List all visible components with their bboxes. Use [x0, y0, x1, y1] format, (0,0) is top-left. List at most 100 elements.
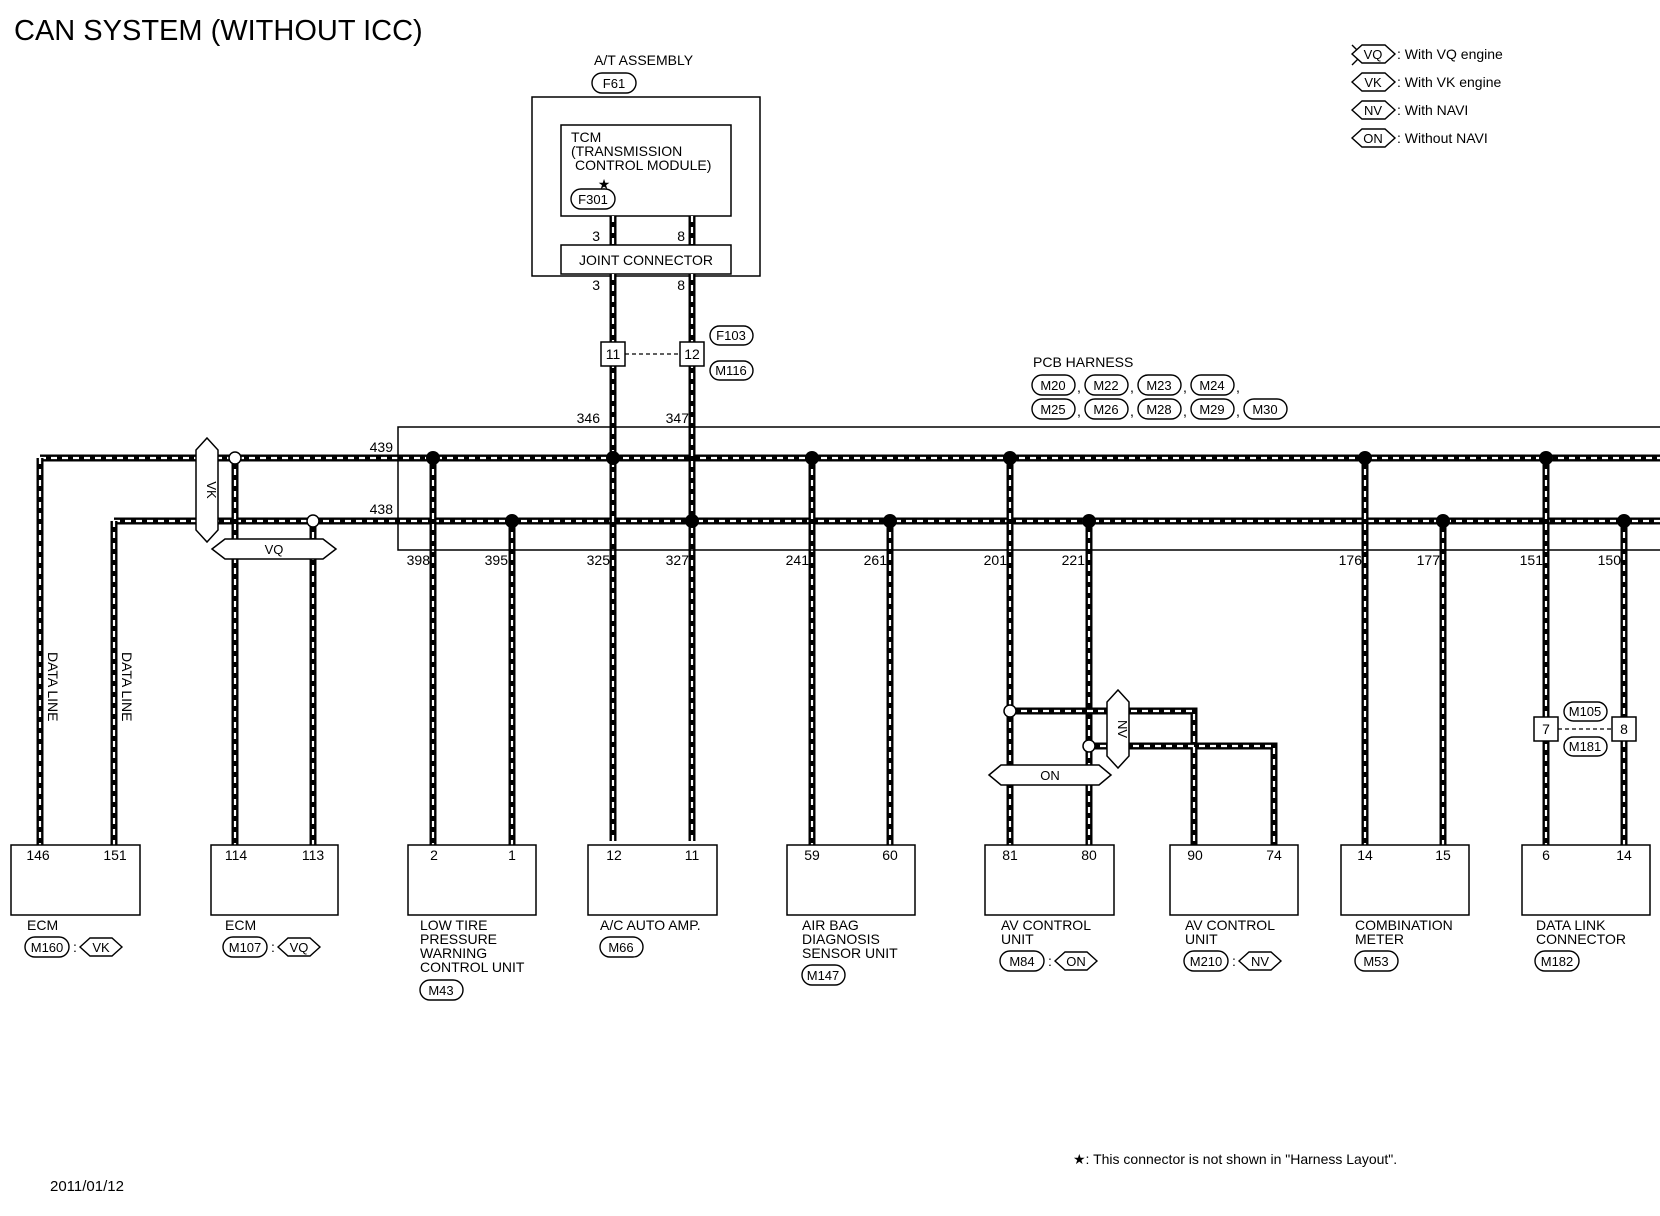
pin-label: 177: [1417, 552, 1441, 568]
pin-label: 80: [1081, 847, 1097, 863]
data-line-label: DATA LINE: [45, 652, 61, 722]
component-name: DATA LINK: [1536, 917, 1606, 933]
connector-label: M22: [1093, 378, 1118, 393]
switch-label: NV: [1115, 720, 1130, 738]
component-name: AV CONTROL: [1001, 917, 1091, 933]
switch-label: VQ: [265, 542, 284, 557]
component-name: WARNING: [420, 945, 487, 961]
component-ecm-vq: 114 113 ECM M107 : VQ: [210, 844, 339, 958]
component-data-link-connector: 6 14 DATA LINK CONNECTOR M182: [1521, 844, 1651, 972]
pin-label: 6: [1542, 847, 1550, 863]
connector-label: F103: [716, 328, 746, 343]
pin-label: 14: [1616, 847, 1632, 863]
pcb-harness-box: [397, 426, 1660, 551]
date-stamp: 2011/01/12: [50, 1178, 124, 1195]
pin-label: 74: [1266, 847, 1282, 863]
connector-label: M26: [1093, 402, 1118, 417]
pin-label: 439: [370, 439, 394, 455]
component-low-tire: 2 1 LOW TIRE PRESSURE WARNING CONTROL UN…: [407, 844, 537, 1001]
pin-label: 346: [577, 410, 601, 426]
pin-label: 11: [606, 346, 621, 362]
separator: ,: [1183, 403, 1187, 419]
component-name: LOW TIRE: [420, 917, 487, 933]
pin-label: 8: [677, 228, 685, 244]
connector-label: M147: [807, 968, 840, 983]
component-name: A/C AUTO AMP.: [600, 917, 701, 933]
pin-label: 398: [407, 552, 431, 568]
connector-label: M116: [715, 363, 747, 378]
pin-label: 221: [1062, 552, 1086, 568]
pin-label: 438: [370, 501, 394, 517]
variant-label: VQ: [290, 940, 309, 955]
separator: :: [1048, 953, 1052, 969]
switch-on: ON: [987, 764, 1113, 786]
component-name: AIR BAG: [802, 917, 859, 933]
switch-nv: NV: [1106, 688, 1130, 770]
connector-label: M20: [1040, 378, 1065, 393]
tcm-label: (TRANSMISSION: [571, 143, 682, 159]
component-name: COMBINATION: [1355, 917, 1453, 933]
switch-vk: VK: [195, 436, 219, 544]
variant-label: ON: [1066, 954, 1086, 969]
pin-label: 151: [103, 847, 127, 863]
component-ecm-vk: 146 151 ECM M160 : VK: [10, 844, 141, 958]
connector-label: M181: [1569, 739, 1602, 754]
connector-label: M24: [1199, 378, 1224, 393]
connector-label: M107: [229, 940, 262, 955]
pin-label: 14: [1357, 847, 1373, 863]
separator: ,: [1130, 379, 1134, 395]
connector-label: M182: [1541, 954, 1574, 969]
connector-label: M53: [1363, 954, 1388, 969]
tcm-label: TCM: [571, 129, 601, 145]
at-assembly-connector: F61: [603, 76, 625, 91]
connector-label: M25: [1040, 402, 1065, 417]
separator: ,: [1183, 379, 1187, 395]
separator: ,: [1130, 403, 1134, 419]
connector-label: M29: [1199, 402, 1224, 417]
pcb-connectors-row1: M20 M22 M23 M24 , , , ,: [1031, 374, 1240, 396]
pcb-connectors-row2: M25 M26 M28 M29 M30 , , , ,: [1031, 398, 1288, 420]
legend-item-on: ON : Without NAVI: [1350, 128, 1488, 148]
pin-label: 81: [1002, 847, 1018, 863]
separator: ,: [1236, 403, 1240, 419]
component-ac-auto-amp: 12 11 A/C AUTO AMP. M66: [587, 844, 718, 958]
legend-item-vk: VK : With VK engine: [1350, 72, 1501, 92]
pin-label: 60: [882, 847, 898, 863]
connector-tag: [570, 188, 616, 210]
wiring: [36, 216, 1660, 845]
pin-label: 12: [684, 346, 700, 362]
pin-label: 176: [1339, 552, 1363, 568]
component-name: SENSOR UNIT: [802, 945, 898, 961]
at-assembly-label: A/T ASSEMBLY: [594, 52, 694, 68]
separator: ,: [1236, 379, 1240, 395]
legend-item-vq: VQ : With VQ engine: [1350, 44, 1503, 66]
legend: VQ : With VQ engine VK : With VK engine …: [1350, 44, 1503, 148]
pin-label: 59: [804, 847, 820, 863]
pin-box: [679, 341, 705, 367]
pin-label: 347: [666, 410, 690, 426]
component-name: CONTROL UNIT: [420, 959, 525, 975]
separator: :: [271, 939, 275, 955]
tcm-label: CONTROL MODULE): [575, 157, 711, 173]
pin-label: 12: [606, 847, 622, 863]
tcm-connector: F301: [578, 192, 608, 207]
pin-label: 2: [430, 847, 438, 863]
separator: ,: [1077, 403, 1081, 419]
legend-item-nv: NV : With NAVI: [1350, 100, 1468, 120]
separator: :: [73, 939, 77, 955]
page-title: CAN SYSTEM (WITHOUT ICC): [14, 15, 423, 47]
component-name: METER: [1355, 931, 1404, 947]
joint-connector-box: [560, 244, 732, 275]
connector-label: M28: [1146, 402, 1171, 417]
pin-label: 261: [864, 552, 888, 568]
pin-label: 3: [592, 277, 600, 293]
pin-label: 3: [592, 228, 600, 244]
switch-label: ON: [1040, 768, 1060, 783]
component-air-bag: 59 60 AIR BAG DIAGNOSIS SENSOR UNIT M147: [786, 844, 916, 986]
pin-label: 241: [786, 552, 810, 568]
component-name: UNIT: [1185, 931, 1218, 947]
component-name: ECM: [27, 917, 58, 933]
connector-label: M160: [31, 940, 64, 955]
pin-label: 201: [984, 552, 1008, 568]
switch-vq: VQ: [210, 538, 338, 560]
